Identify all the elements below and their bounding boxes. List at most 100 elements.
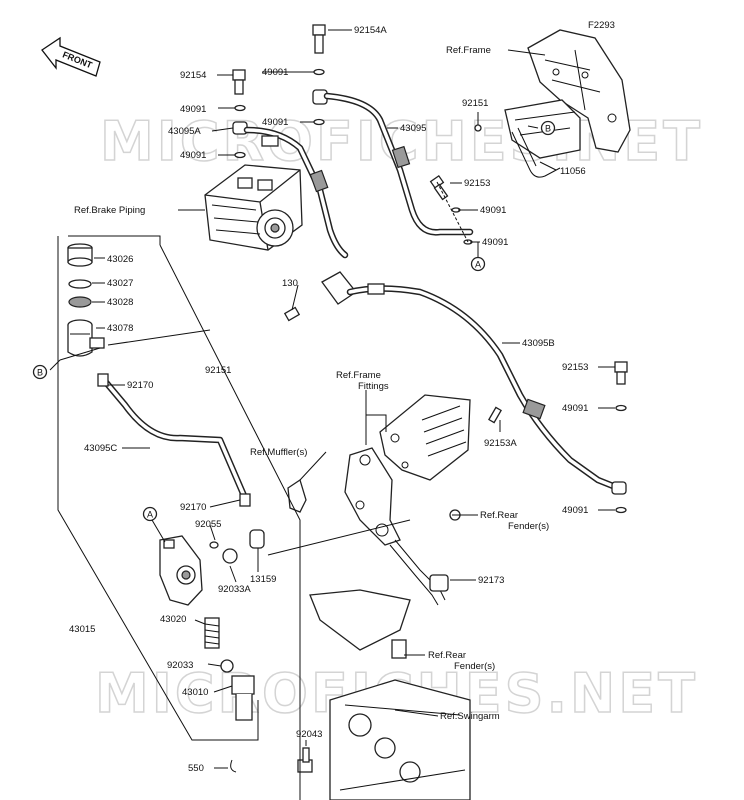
- muffler-bracket: [287, 478, 307, 513]
- front-arrow-icon: FRONT: [41, 36, 101, 77]
- master-cylinder-bracket: [344, 447, 401, 546]
- label-92153-right: 92153: [562, 362, 588, 373]
- label-ref-swingarm: Ref.Swingarm: [440, 711, 500, 722]
- label-49091-8: 49091: [562, 505, 588, 516]
- label-43027: 43027: [107, 278, 133, 289]
- frame-fittings-plate: [379, 394, 471, 481]
- label-43095: 43095: [400, 123, 426, 134]
- label-43095C: 43095C: [84, 443, 117, 454]
- label-92173: 92173: [478, 575, 504, 586]
- label-11056: 11056: [560, 166, 586, 177]
- label-43078: 43078: [107, 323, 133, 334]
- washer-49091-g: [615, 404, 627, 412]
- brake-hose-43095B: [346, 283, 622, 492]
- ref-a-left: A: [142, 506, 158, 522]
- label-550: 550: [188, 763, 204, 774]
- circlip-92033A: [222, 548, 238, 564]
- circlip-92033: [220, 659, 234, 673]
- abs-unit: [204, 164, 303, 251]
- reservoir-cap-43026: [67, 243, 93, 267]
- washer-49091-c: [234, 104, 246, 112]
- swingarm: [329, 679, 471, 800]
- fitting-13159: [249, 529, 265, 549]
- figure-code: F2293: [588, 20, 615, 31]
- washer-49091-h: [615, 506, 627, 514]
- label-92151-top: 92151: [462, 98, 488, 109]
- group-outline: [57, 235, 411, 800]
- rear-fender-bracket: [309, 539, 446, 651]
- clamp-92170-top: [97, 373, 109, 387]
- clamp-92173: [429, 574, 449, 592]
- label-92153A: 92153A: [484, 438, 517, 449]
- bolt-92043: [297, 747, 313, 773]
- label-49091-6: 49091: [482, 237, 508, 248]
- plate-43028: [68, 296, 92, 308]
- label-92055: 92055: [195, 519, 221, 530]
- fender-tab: [391, 639, 407, 659]
- label-92154A: 92154A: [354, 25, 387, 36]
- washer-49091-a: [313, 68, 325, 76]
- label-49091-1: 49091: [262, 67, 288, 78]
- label-92170-top: 92170: [127, 380, 153, 391]
- label-43095B: 43095B: [522, 338, 555, 349]
- label-43015: 43015: [69, 624, 95, 635]
- hose-43095B-fitting: [611, 481, 627, 495]
- clamp-11056: [511, 127, 561, 178]
- master-cylinder: [159, 535, 203, 606]
- label-ref-frame-fittings-1: Ref.Frame: [336, 370, 381, 381]
- leader-lines: [49, 29, 615, 769]
- oring-92055: [209, 541, 219, 549]
- label-49091-3: 49091: [262, 117, 288, 128]
- label-92151-mid: 92151: [205, 365, 231, 376]
- label-ref-rear-fender-1b: Fender(s): [508, 521, 549, 532]
- bolt-92153A: [488, 406, 502, 424]
- label-92043: 92043: [296, 729, 322, 740]
- label-130: 130: [282, 278, 298, 289]
- clamp-92170-bottom: [239, 493, 251, 507]
- label-ref-frame-fittings-2: Fittings: [358, 381, 389, 392]
- svg-text:A: A: [147, 510, 153, 520]
- clevis-43010: [231, 675, 255, 721]
- label-92033A: 92033A: [218, 584, 251, 595]
- label-49091-5: 49091: [480, 205, 506, 216]
- label-49091-2: 49091: [180, 104, 206, 115]
- frame-bracket: [504, 29, 631, 159]
- label-92170-bottom: 92170: [180, 502, 206, 513]
- label-ref-mufflers: Ref.Muffler(s): [250, 447, 307, 458]
- cotter-pin-550: [230, 759, 237, 773]
- bolt-92153-right: [614, 361, 628, 385]
- ref-a-top: A: [470, 256, 486, 272]
- label-43095A: 43095A: [168, 126, 201, 137]
- label-ref-rear-fender-2a: Ref.Rear: [428, 650, 466, 661]
- label-ref-rear-fender-2b: Fender(s): [454, 661, 495, 672]
- svg-text:A: A: [475, 260, 481, 270]
- label-92154: 92154: [180, 70, 206, 81]
- svg-text:B: B: [545, 124, 551, 134]
- label-43026: 43026: [107, 254, 133, 265]
- hose-43095C: [100, 376, 249, 502]
- ref-b-top: B: [540, 120, 556, 136]
- pushrod-43020: [204, 617, 220, 649]
- ref-b-left: B: [32, 364, 48, 380]
- brake-hose-43095A: [243, 126, 349, 259]
- label-43010: 43010: [182, 687, 208, 698]
- bolt-92153-top: [429, 174, 449, 201]
- label-ref-rear-fender-1a: Ref.Rear: [480, 510, 518, 521]
- brake-hose-43095: [323, 92, 474, 236]
- washer-49091-d: [234, 151, 246, 159]
- banjo-bolt-92154A: [312, 24, 326, 54]
- label-ref-brake-piping: Ref.Brake Piping: [74, 205, 145, 216]
- label-92153-top: 92153: [464, 178, 490, 189]
- bolt-92151-top: [474, 124, 482, 132]
- label-49091-7: 49091: [562, 403, 588, 414]
- reservoir-43078: [67, 319, 105, 357]
- label-49091-4: 49091: [180, 150, 206, 161]
- label-13159: 13159: [250, 574, 276, 585]
- label-92033: 92033: [167, 660, 193, 671]
- washer-49091-b: [313, 118, 325, 126]
- svg-text:B: B: [37, 368, 43, 378]
- label-ref-frame: Ref.Frame: [446, 45, 491, 56]
- label-43020: 43020: [160, 614, 186, 625]
- banjo-bolt-92154: [232, 69, 246, 95]
